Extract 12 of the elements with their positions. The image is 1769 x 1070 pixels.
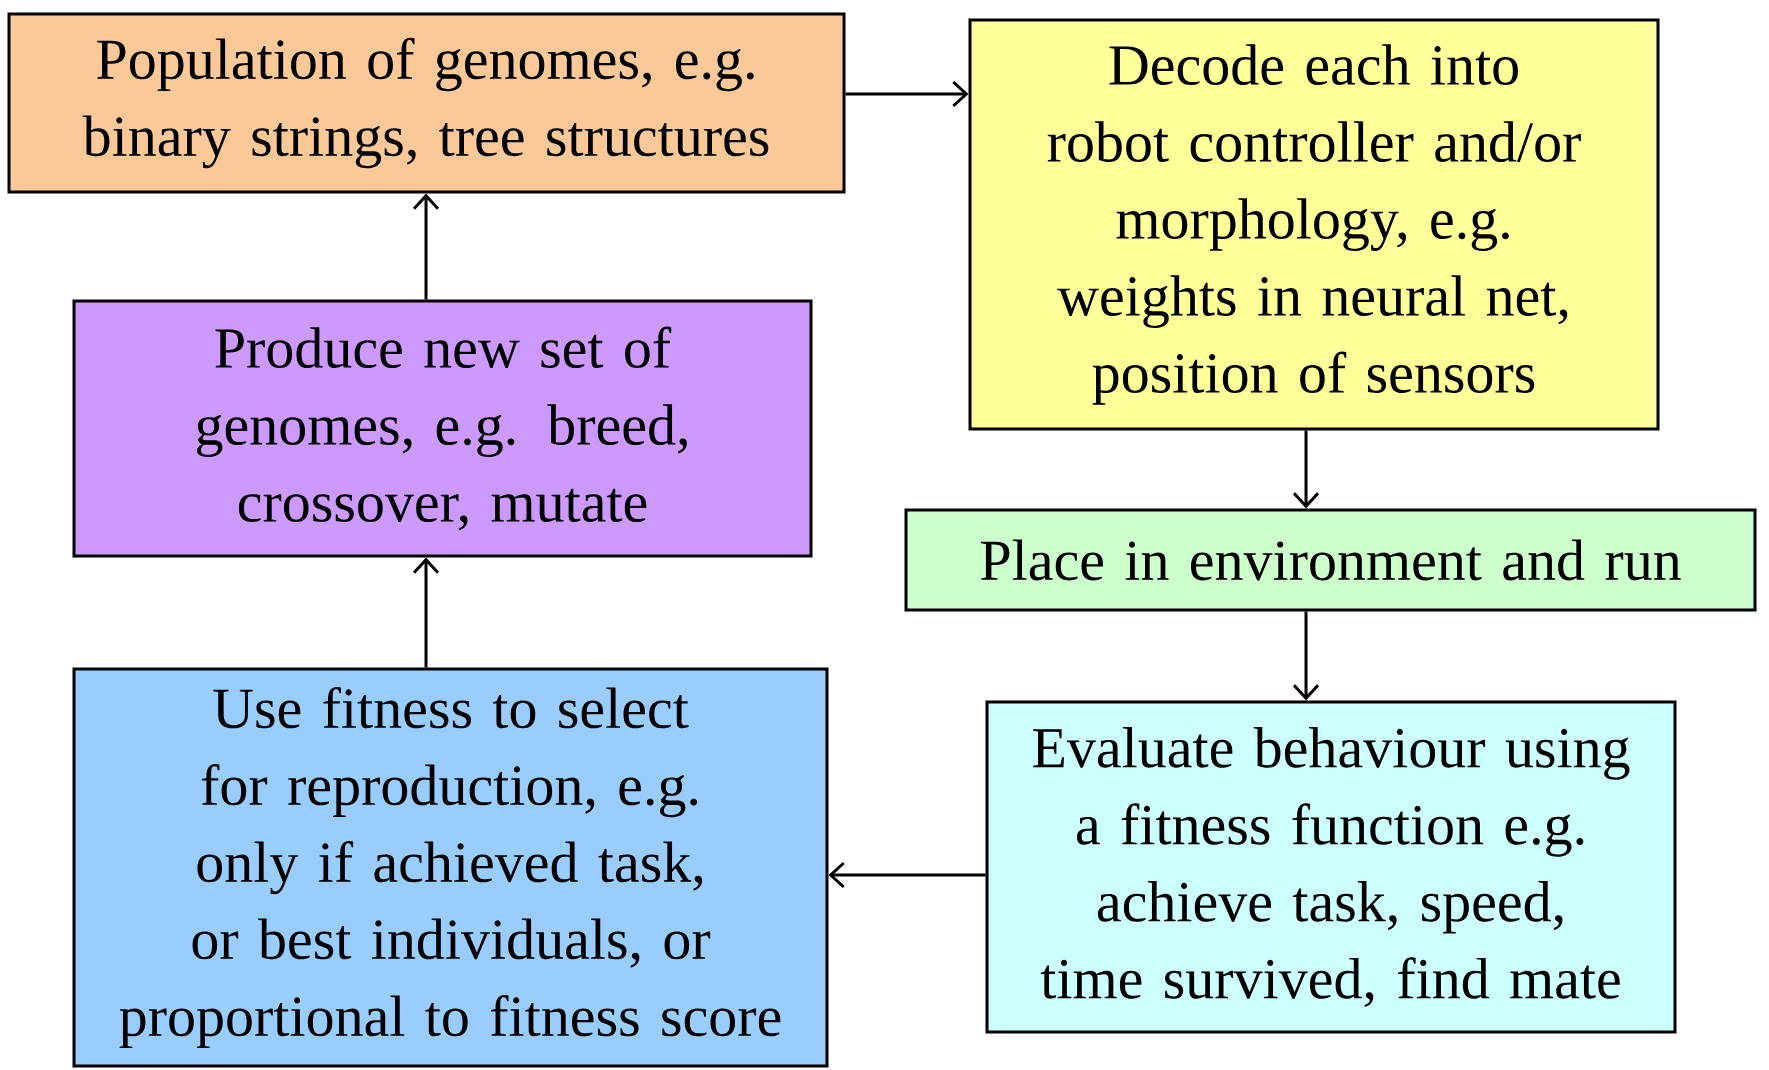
arrow — [412, 557, 440, 668]
process-box: Evaluate behaviour using a fitness function e.g. achieve task, speed, time survived, find mate — [985, 700, 1677, 1034]
process-box: Produce new set of genomes, e.g. breed, crossover, mutate — [72, 299, 813, 558]
arrow — [1292, 611, 1320, 701]
arrow — [1292, 430, 1320, 509]
arrow — [412, 193, 440, 300]
arrow — [828, 861, 986, 889]
process-box: Decode each into robot controller and/or morphology, e.g. weights in neural net, position of sensors — [968, 18, 1660, 431]
process-box: Population of genomes, e.g. binary strings, tree structures — [7, 12, 846, 194]
process-box: Use fitness to select for reproduction, e.g. only if achieved task, or best individuals, or proportional to fitness score — [72, 667, 829, 1068]
process-box: Place in environment and run — [904, 508, 1757, 612]
arrow — [845, 80, 969, 108]
